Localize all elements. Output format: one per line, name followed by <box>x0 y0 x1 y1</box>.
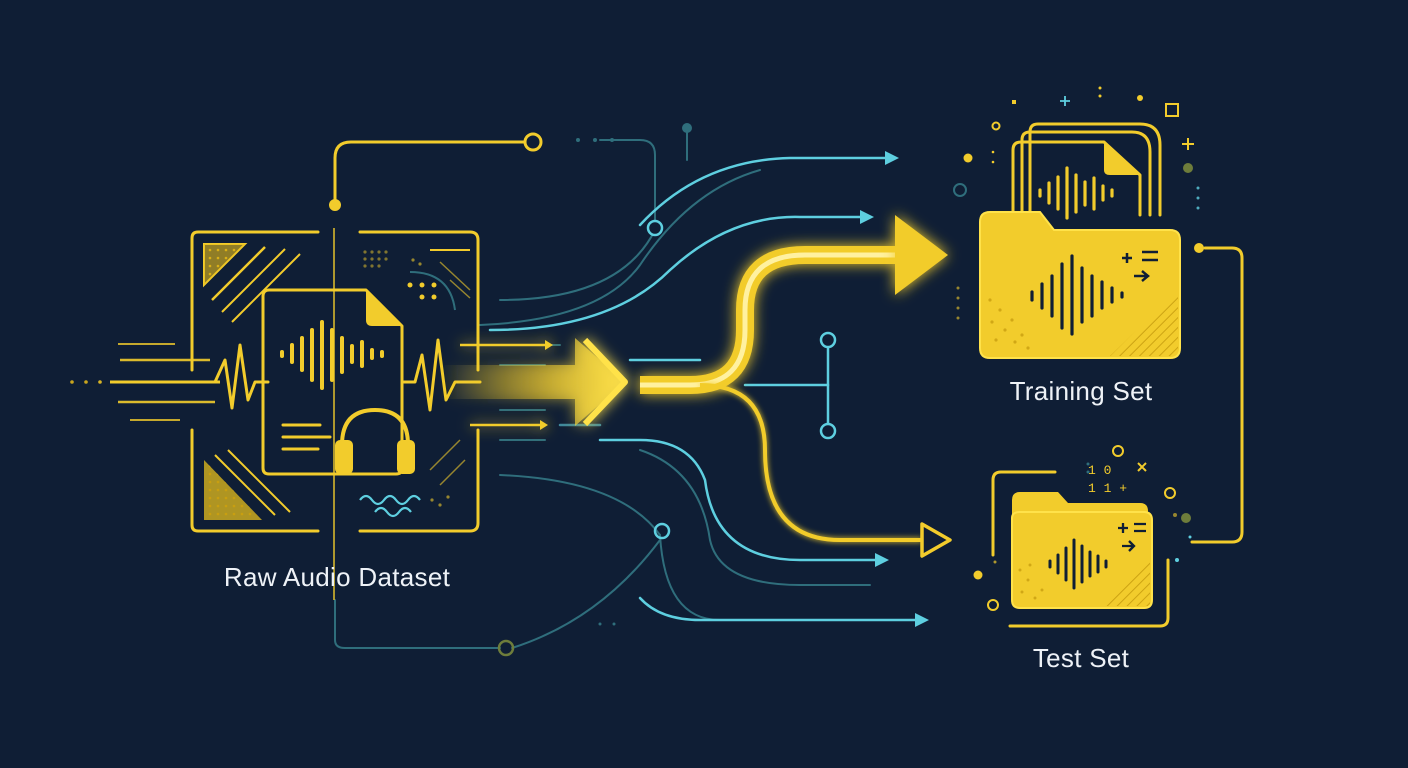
test-set-label: Test Set <box>1032 643 1130 673</box>
audio-document-icon <box>261 288 415 476</box>
cyan-flow-lines <box>488 151 929 627</box>
binary-text-top: 1 0 <box>1088 463 1111 478</box>
background-connectors <box>334 123 871 657</box>
binary-text-bottom: 1 1 + <box>1088 481 1127 496</box>
training-set-folder <box>953 86 1200 359</box>
split-branches <box>640 215 952 558</box>
source-dataset-frame <box>190 132 543 600</box>
source-dataset-label: Raw Audio Dataset <box>223 562 451 592</box>
main-flow-arrow <box>440 337 628 430</box>
training-set-label: Training Set <box>1009 376 1153 406</box>
set-connector <box>1190 243 1244 544</box>
incoming-stream <box>70 343 270 421</box>
test-set-folder <box>973 445 1192 628</box>
